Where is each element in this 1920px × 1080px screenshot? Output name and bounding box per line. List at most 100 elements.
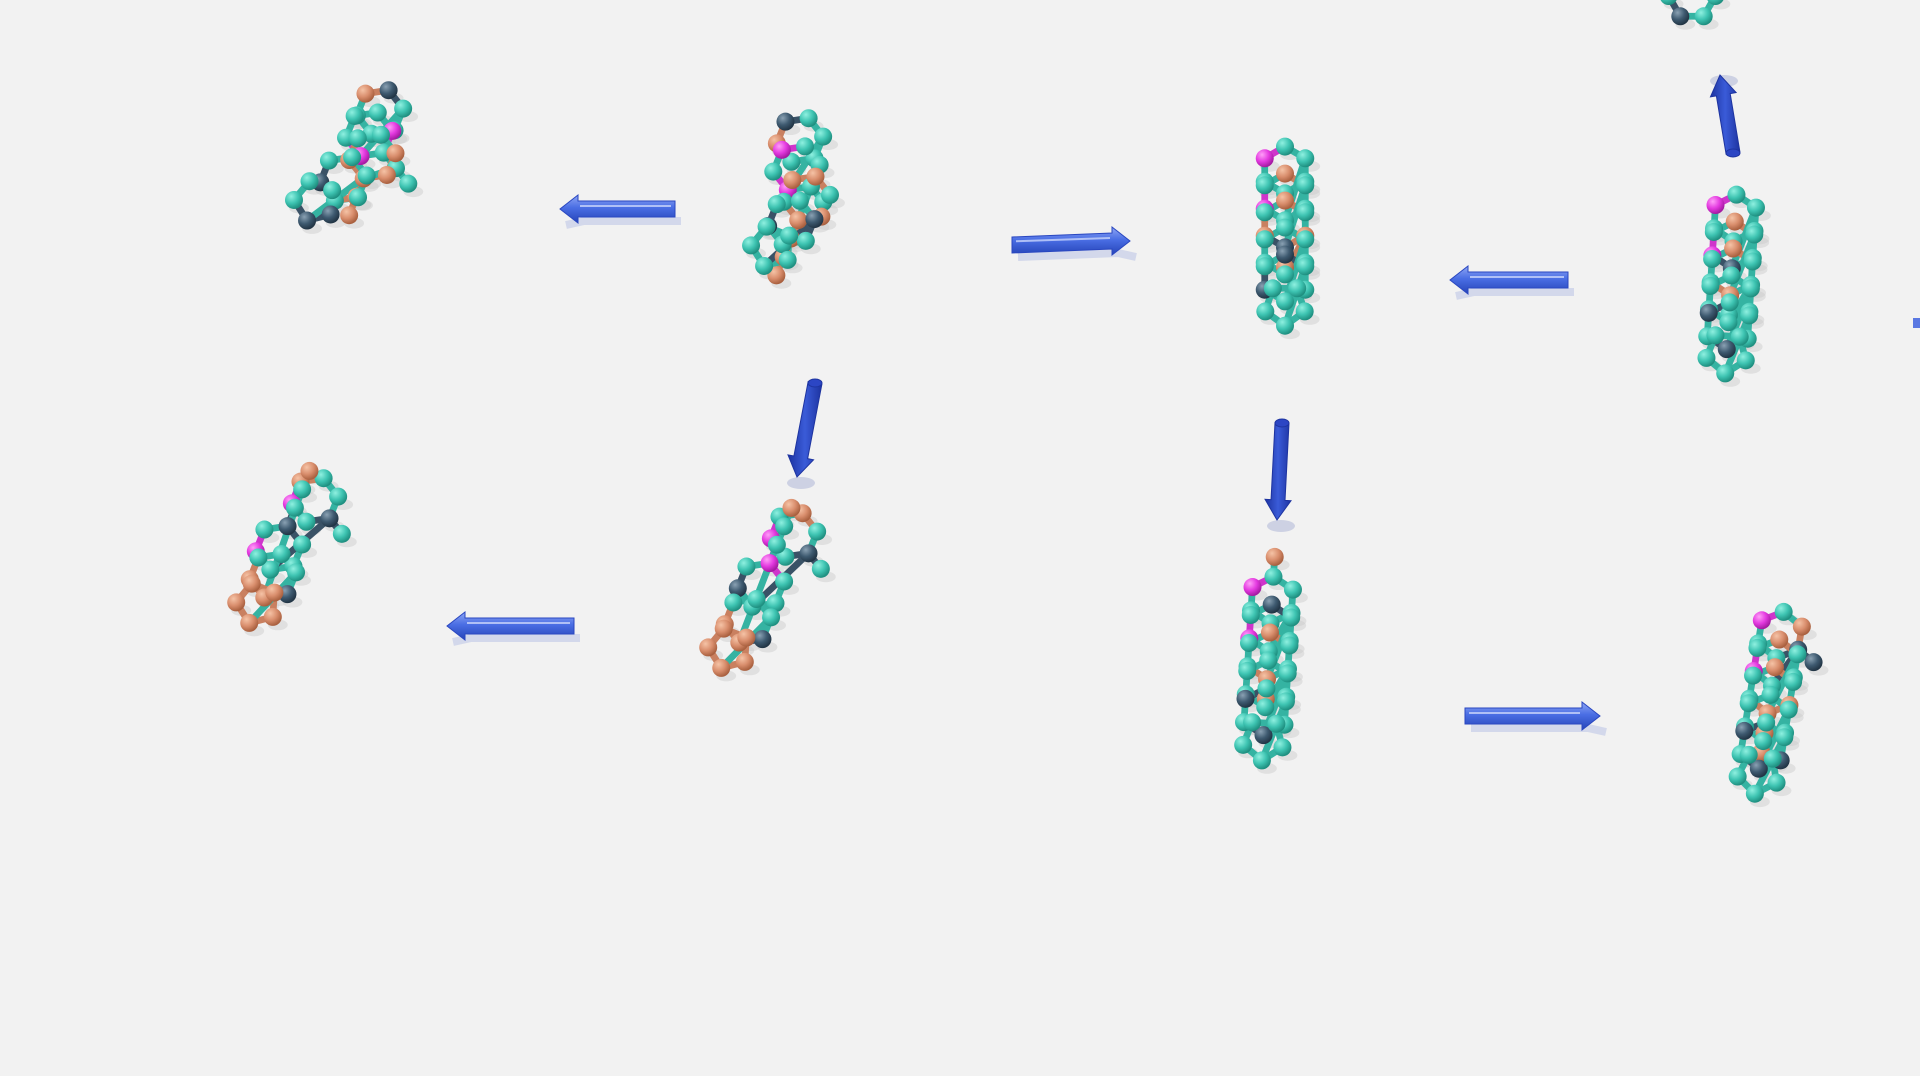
atom [1746,198,1765,217]
atom [265,583,284,602]
atom [1701,276,1720,295]
atom [1761,685,1780,704]
molecule-top-right [1697,185,1765,383]
atom [755,256,774,275]
atom [1804,653,1823,672]
atom [1727,185,1746,204]
atom [1254,726,1273,745]
atom [1283,580,1302,599]
atom [314,469,333,488]
atom [1276,218,1294,237]
atom [1717,340,1736,359]
atom [778,250,797,269]
atom [1256,698,1275,717]
atom [1234,735,1253,754]
atom [1276,191,1294,210]
molecule-bottom-center [699,498,830,677]
atom [1288,279,1307,298]
atom [293,480,312,499]
atom [1255,257,1274,276]
atom [1770,630,1789,649]
atom [1262,595,1281,614]
bottom-edge [0,1076,1920,1080]
atom [1716,364,1735,383]
atom [1703,249,1722,268]
atom [1267,714,1286,733]
atom [1282,608,1301,627]
atom [278,517,297,536]
atom [811,559,830,578]
molecule-bottom-third [1234,547,1302,770]
atom [356,84,375,103]
atom [821,185,840,204]
atom [349,188,368,207]
atom [1743,252,1762,271]
atom [747,590,766,609]
atom [1259,651,1278,670]
atom [776,112,795,131]
atom [255,520,274,539]
atom [300,172,319,191]
atom [1719,313,1738,332]
atom [1736,351,1755,370]
atom [1744,666,1763,685]
atom [1280,636,1299,655]
atom [1730,327,1749,346]
atom [728,579,747,598]
atom [767,266,786,285]
atom [760,554,779,573]
arrow-vertical-center [787,378,823,489]
atom [766,594,785,613]
atom [1257,679,1276,698]
atom [1278,664,1297,683]
atom [242,574,261,593]
atom [1765,658,1784,677]
atom [762,608,781,627]
molecule-layer [227,0,1823,803]
atom [735,652,754,671]
atom [772,140,791,159]
atom [1739,745,1758,764]
atom [1260,623,1279,642]
atom [278,585,297,604]
atom [1728,767,1747,786]
molecule-top-center [742,109,840,285]
atom [799,544,818,563]
atom [753,630,772,649]
atom [1296,230,1315,249]
atom [1276,316,1294,335]
atom [699,638,718,657]
atom [780,226,799,245]
atom [227,593,246,612]
atom [805,210,824,229]
arrow-layer [446,74,1920,736]
atom [796,137,815,156]
atom [1243,713,1262,732]
arrow-edge-right [1913,318,1920,328]
atom [394,99,413,118]
atom [1735,721,1754,740]
atom [1276,164,1294,183]
atom [1720,293,1739,312]
atom [1236,689,1255,708]
atom [343,148,362,167]
atom [1252,751,1271,770]
atom [814,127,833,146]
atom [789,211,808,230]
molecule-top-left [285,81,418,230]
atom [1276,137,1294,156]
atom [1775,728,1794,747]
arrow-top-right [1449,264,1574,300]
atom [1273,738,1292,757]
atom [1295,302,1314,321]
shadow-layer [231,0,1829,808]
atom [712,658,731,677]
atom [1296,257,1315,276]
molecule-top-third [1255,137,1315,335]
atom [1263,279,1282,298]
atom [287,563,306,582]
atom [806,167,825,186]
atom [319,151,338,170]
atom [1276,265,1294,284]
atom [775,517,794,536]
